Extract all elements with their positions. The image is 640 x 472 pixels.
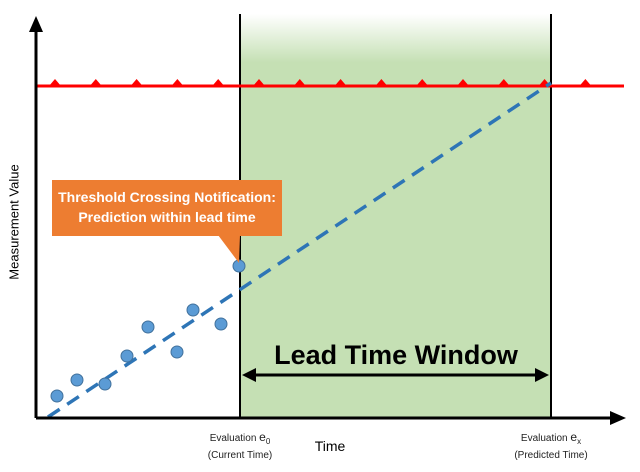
measurement-point xyxy=(98,377,112,391)
x-axis xyxy=(36,411,626,425)
evaluation-var: e xyxy=(259,430,266,444)
trend-line xyxy=(47,81,552,419)
measurement-point xyxy=(141,320,155,334)
y-axis xyxy=(29,16,43,418)
threshold-line xyxy=(36,79,624,88)
threshold-tick xyxy=(89,79,102,86)
callout-shape xyxy=(52,180,282,263)
evaluation-prefix: Evaluation xyxy=(209,433,260,444)
lead-time-window-region xyxy=(240,14,551,418)
threshold-tick xyxy=(497,79,510,86)
evaluation-note: (Predicted Time) xyxy=(514,450,588,461)
evaluation-sub: 0 xyxy=(265,437,271,446)
evaluation-var: e xyxy=(570,430,578,444)
threshold-tick xyxy=(416,79,429,86)
measurement-point xyxy=(170,345,184,359)
threshold-tick xyxy=(253,79,265,86)
measurement-points xyxy=(50,259,246,403)
threshold-tick xyxy=(171,79,184,86)
measurement-point xyxy=(120,349,134,363)
threshold-tick xyxy=(375,79,388,86)
threshold-notification-callout: Threshold Crossing Notification: Predict… xyxy=(52,180,282,236)
evaluation-ex-label: Evaluation ex (Predicted Time) xyxy=(505,430,597,463)
measurement-point xyxy=(186,303,200,317)
lead-time-arrow xyxy=(242,368,549,382)
threshold-tick xyxy=(457,79,469,86)
measurement-point xyxy=(50,389,64,403)
threshold-tick xyxy=(579,79,592,86)
y-axis-label-text: Measurement Value xyxy=(6,164,22,280)
measurement-point xyxy=(70,373,84,387)
threshold-tick xyxy=(49,79,61,86)
threshold-tick xyxy=(212,79,225,86)
x-axis-label: Time xyxy=(314,438,346,454)
lead-time-window-label: Lead Time Window xyxy=(274,340,518,370)
callout-line-1: Threshold Crossing Notification: xyxy=(58,189,276,205)
threshold-tick xyxy=(293,79,306,86)
callout-line-2: Prediction within lead time xyxy=(78,209,256,225)
evaluation-note: (Current Time) xyxy=(207,450,273,461)
threshold-tick xyxy=(130,79,143,86)
evaluation-e0-label: Evaluation e0 (Current Time) xyxy=(194,430,286,463)
threshold-tick xyxy=(334,79,347,86)
measurement-point xyxy=(214,317,228,331)
evaluation-sub: x xyxy=(577,437,582,446)
evaluation-prefix: Evaluation xyxy=(520,433,571,444)
